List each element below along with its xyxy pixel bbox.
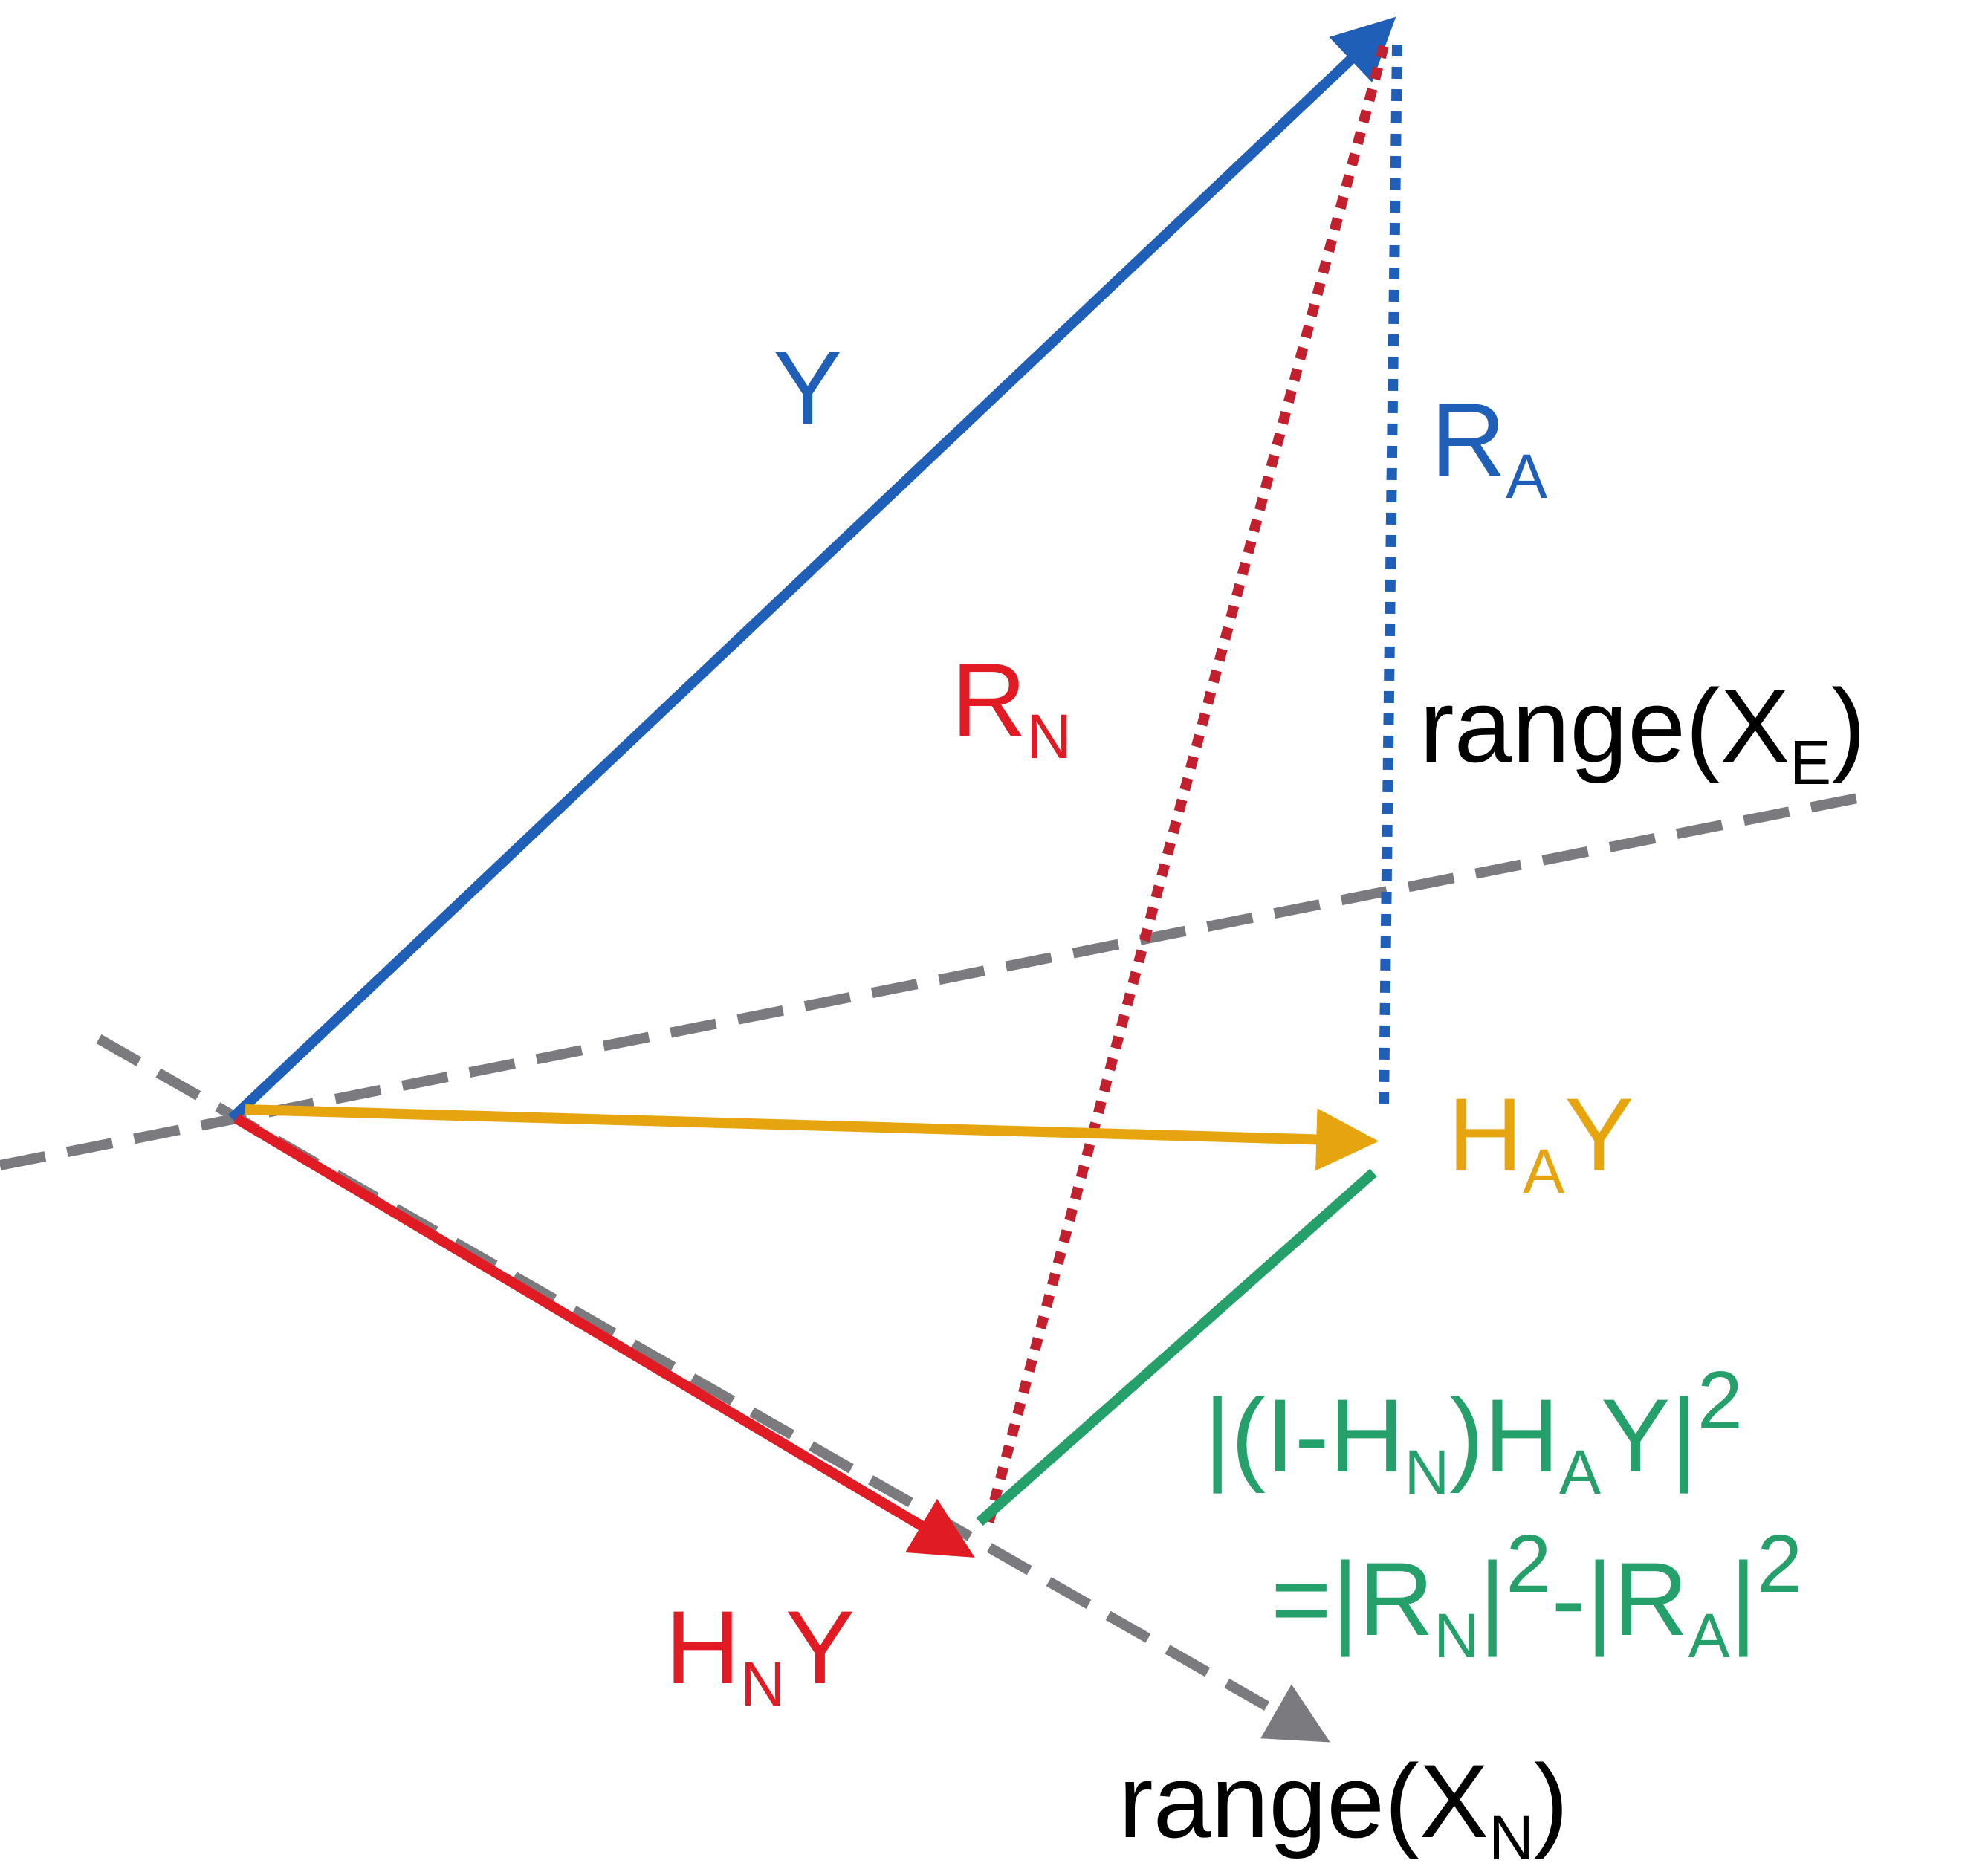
r-n-label: RN: [951, 641, 1072, 771]
formula-line-2: =|RN|2-|RA|2: [1271, 1518, 1802, 1671]
r-n-residual-line: [983, 45, 1389, 1525]
h-a-y-vector: [245, 1104, 1379, 1171]
y-label: Y: [773, 329, 842, 446]
range-xe-label: range(XE): [1419, 667, 1866, 797]
range-xn-label: range(XN): [1118, 1743, 1568, 1869]
orthogonal-component-line: [976, 1168, 1377, 1526]
r-a-residual-line: [1379, 44, 1402, 1104]
h-a-y-label: HAY: [1448, 1076, 1634, 1206]
h-n-y-label: HNY: [665, 1589, 855, 1719]
h-n-y-vector: [233, 1113, 975, 1558]
formula-line-1: |(I-HN)HAY|2: [1204, 1355, 1743, 1507]
range-xe-line: [0, 790, 1874, 1170]
r-a-label: RA: [1431, 381, 1547, 511]
y-vector: [228, 16, 1396, 1123]
